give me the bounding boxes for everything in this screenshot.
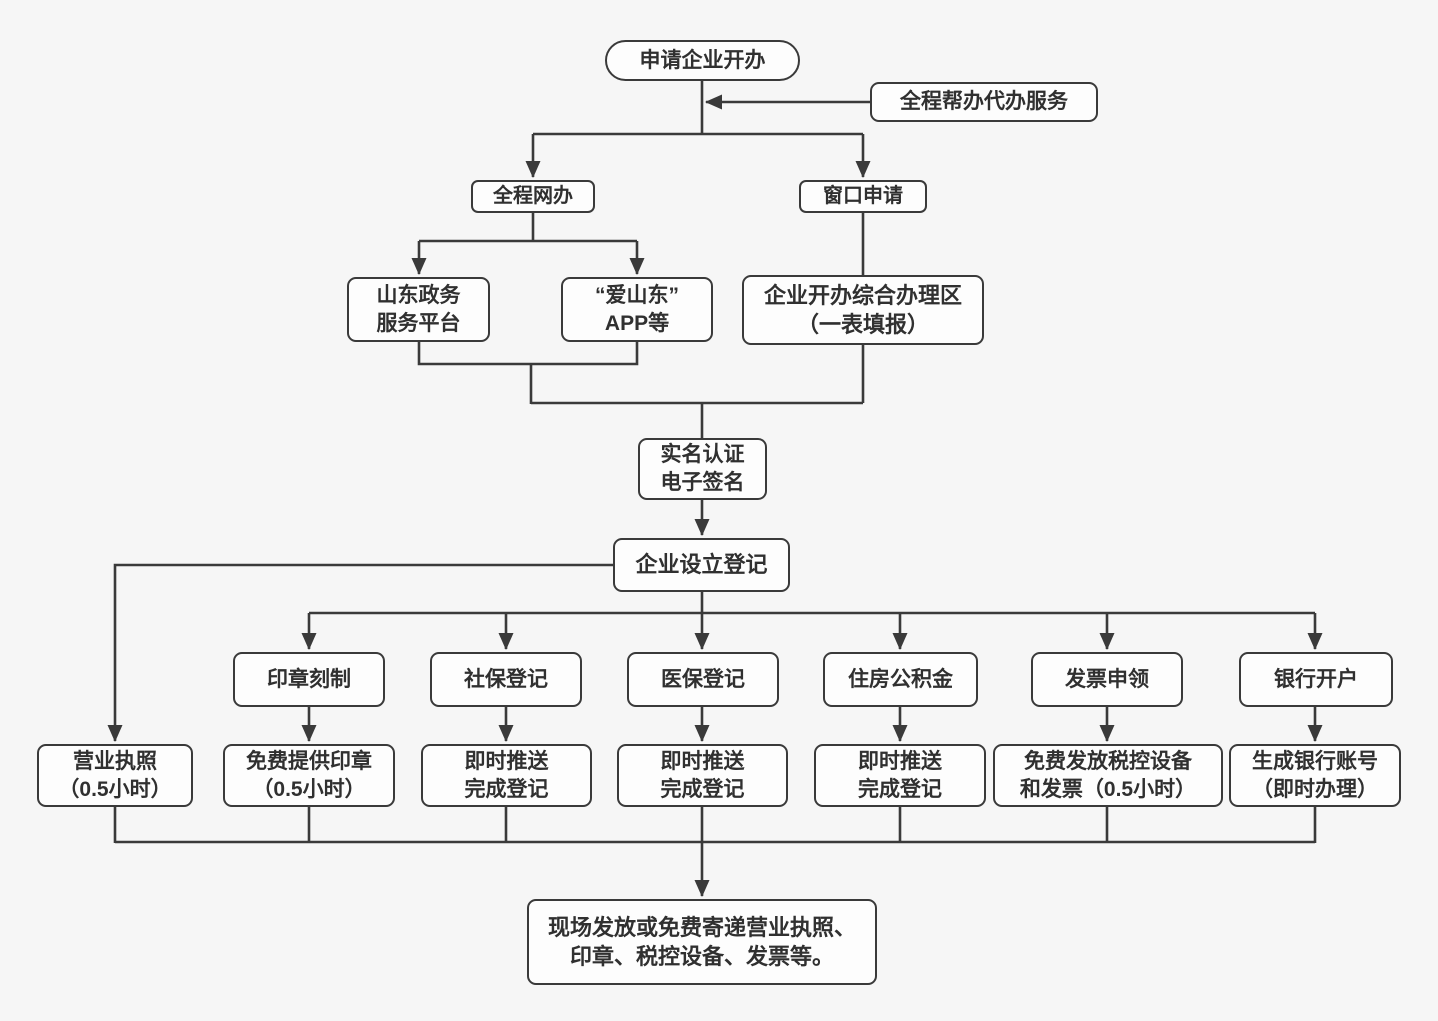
node-realname-auth: 实名认证 电子签名 — [638, 438, 767, 500]
node-seal-result: 免费提供印章 （0.5小时） — [223, 744, 395, 807]
node-label: 实名认证 — [660, 443, 745, 467]
node-label: “爱山东” — [595, 283, 679, 307]
flow-edge-arrow — [107, 563, 613, 742]
node-label: 即时推送 — [660, 749, 745, 773]
node-window-channel: 窗口申请 — [799, 180, 927, 213]
node-label: 医保登记 — [661, 667, 745, 691]
node-label: 电子签名 — [660, 471, 745, 494]
node-label: 免费发放税控设备 — [1024, 749, 1192, 773]
node-label: 申请企业开办 — [639, 48, 766, 72]
node-label: 银行开户 — [1274, 667, 1358, 691]
node-label: 生成银行账号 — [1252, 749, 1378, 773]
node-label: 住房公积金 — [848, 667, 953, 691]
node-label: （一表填报） — [796, 312, 929, 337]
node-housing-fund: 住房公积金 — [823, 652, 978, 707]
node-label: 免费提供印章 — [246, 749, 372, 773]
node-label: 完成登记 — [464, 777, 549, 801]
node-label: 即时推送 — [858, 749, 942, 773]
node-label: 社保登记 — [464, 667, 548, 691]
node-housing-result: 即时推送 完成登记 — [814, 744, 986, 807]
node-seal-engraving: 印章刻制 — [233, 652, 385, 707]
node-label: （0.5小时） — [58, 777, 172, 801]
node-online-channel: 全程网办 — [471, 180, 595, 213]
node-apply-start: 申请企业开办 — [605, 40, 800, 81]
node-label: 窗口申请 — [823, 185, 903, 208]
node-label: 服务平台 — [376, 311, 461, 335]
node-bank-result: 生成银行账号 （即时办理） — [1229, 744, 1401, 807]
node-company-registration: 企业设立登记 — [613, 538, 790, 592]
node-business-license: 营业执照 （0.5小时） — [37, 744, 193, 807]
flow-edge — [417, 342, 639, 366]
node-label: （0.5小时） — [252, 777, 366, 801]
node-medical-insurance: 医保登记 — [627, 652, 779, 707]
node-aishandong-app: “爱山东” APP等 — [561, 277, 713, 342]
node-label: 企业开办综合办理区 — [763, 282, 962, 308]
node-label: 印章刻制 — [267, 667, 351, 691]
node-label: 完成登记 — [660, 777, 745, 801]
node-final-delivery: 现场发放或免费寄递营业执照、 印章、税控设备、发票等。 — [527, 899, 877, 985]
node-label: 企业设立登记 — [635, 552, 768, 578]
node-social-result: 即时推送 完成登记 — [421, 744, 592, 807]
node-label: 印章、税控设备、发票等。 — [569, 944, 834, 969]
node-label: 现场发放或免费寄递营业执照、 — [547, 914, 856, 940]
node-bank-account: 银行开户 — [1239, 652, 1393, 707]
node-shandong-platform: 山东政务 服务平台 — [347, 277, 490, 342]
node-label: 全程网办 — [493, 185, 573, 208]
node-agency-service: 全程帮办代办服务 — [870, 82, 1098, 122]
node-social-insurance: 社保登记 — [430, 652, 582, 707]
node-invoice-application: 发票申领 — [1031, 652, 1183, 707]
node-label: 全程帮办代办服务 — [900, 90, 1068, 114]
node-label: 即时推送 — [464, 749, 549, 773]
node-label: 发票申领 — [1065, 667, 1149, 691]
node-label: 和发票（0.5小时） — [1019, 777, 1197, 801]
node-medical-result: 即时推送 完成登记 — [617, 744, 788, 807]
node-label: 营业执照 — [73, 749, 157, 773]
node-comprehensive-zone: 企业开办综合办理区 （一表填报） — [742, 275, 984, 345]
node-label: （即时办理） — [1252, 777, 1378, 801]
node-label: 山东政务 — [376, 283, 461, 307]
node-invoice-result: 免费发放税控设备 和发票（0.5小时） — [993, 744, 1223, 807]
node-label: 完成登记 — [858, 777, 942, 801]
node-label: APP等 — [604, 311, 670, 335]
